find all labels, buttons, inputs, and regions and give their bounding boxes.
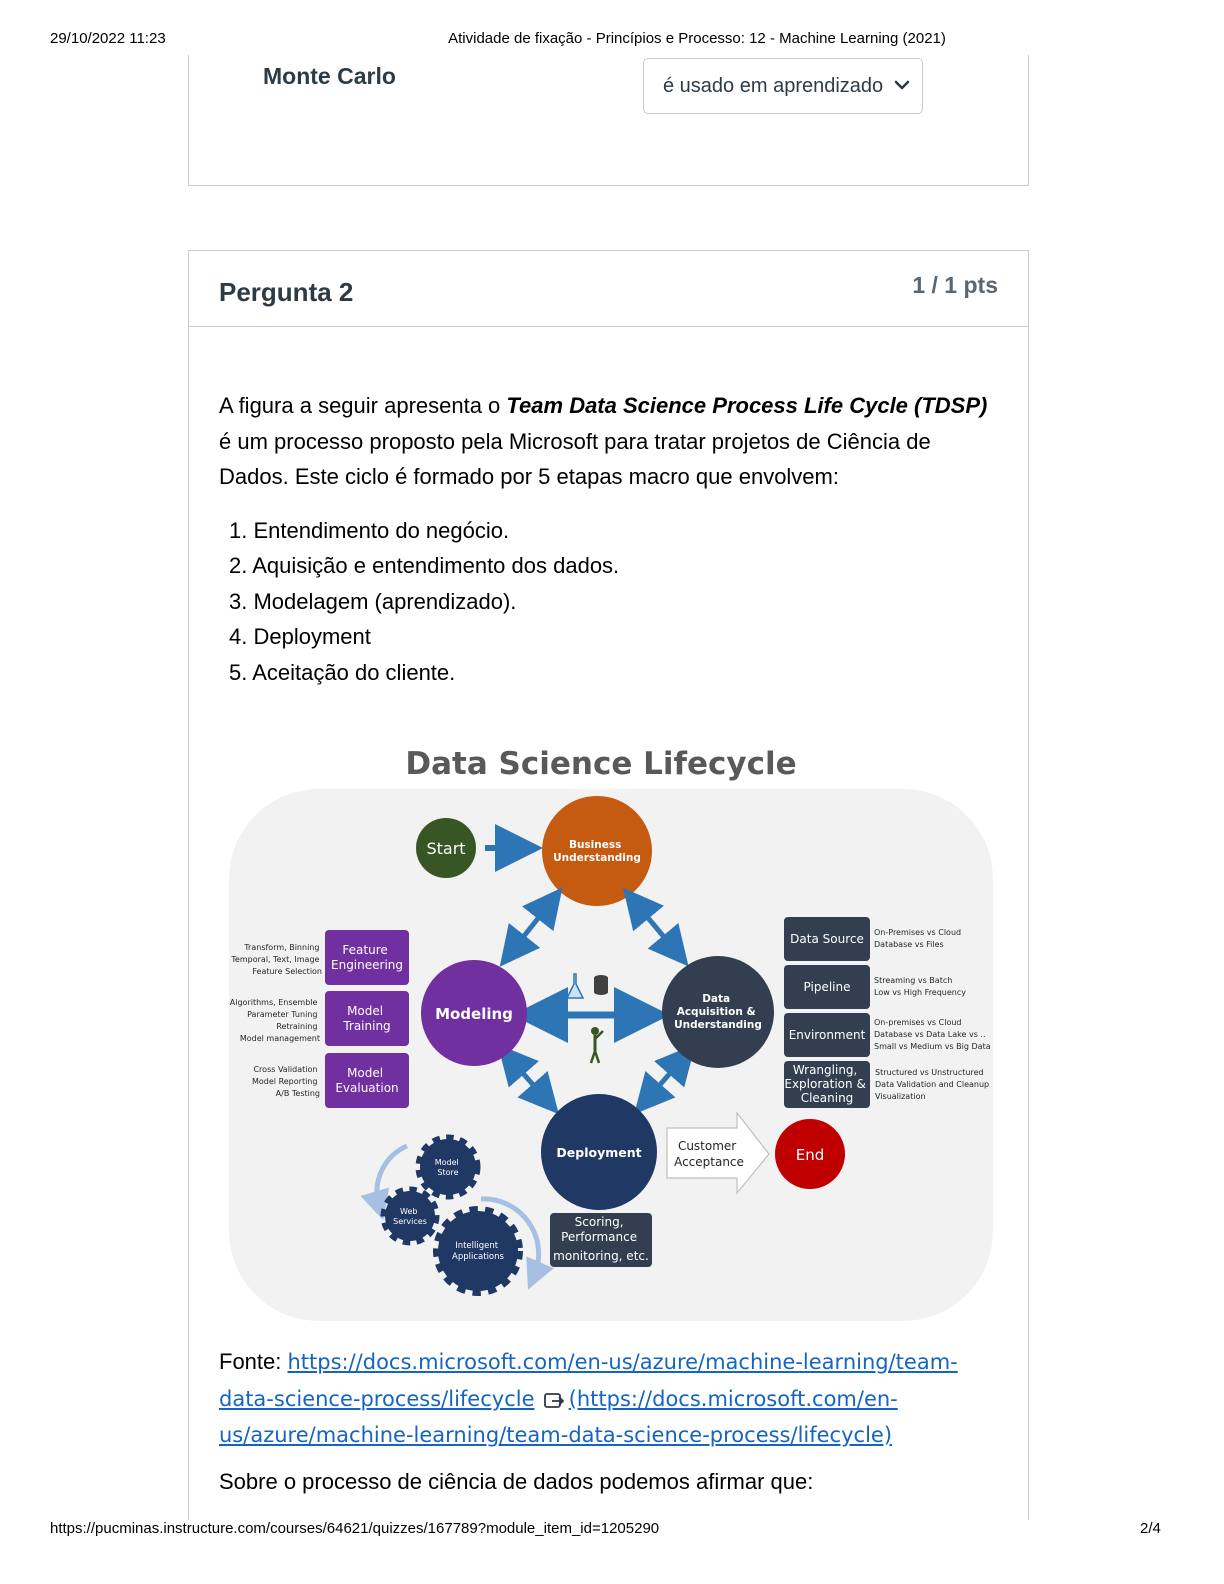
list-item: 4. Deployment [229, 624, 371, 649]
arrow-business-data [622, 887, 689, 967]
feature-engineering-box [325, 930, 409, 985]
model-training-box [325, 991, 409, 1046]
model-training-label: Model Training [342, 1004, 390, 1033]
feature-engineering-label: Feature Engineering [331, 943, 403, 972]
source-citation: Fonte: https://docs.microsoft.com/en-us/… [219, 1344, 1009, 1454]
chevron-down-icon [894, 80, 910, 90]
arrow-business-modeling [499, 887, 563, 967]
question-intro: A figura a seguir apresenta o Team Data … [219, 393, 988, 489]
intelligent-applications-gear: Intelligent Applications [433, 1206, 523, 1296]
arrow-data-deployment [634, 1044, 696, 1115]
print-page-number: 2/4 [1140, 1520, 1161, 1537]
question-header: Pergunta 2 1 / 1 pts [189, 251, 1028, 327]
model-evaluation-box [325, 1053, 409, 1108]
source-link[interactable]: https://docs.microsoft.com/en-us/azure/m… [219, 1350, 958, 1411]
person-key-icon [589, 1027, 604, 1064]
model-store-gear: Model Store [415, 1134, 481, 1200]
data-acquisition-label: Data Acquisition & Understanding [674, 993, 762, 1031]
pipeline-box [784, 965, 870, 1009]
lifecycle-diagram: Data Science Lifecycle Start Business Un… [229, 746, 993, 1321]
question-title: Pergunta 2 [219, 277, 354, 307]
data-acquisition-node [662, 956, 774, 1068]
print-header: 29/10/2022 11:23 Atividade de fixação - … [0, 30, 1224, 50]
business-understanding-node [542, 796, 652, 906]
svg-text:Intelligent Applic: Intelligent Applications [452, 1241, 504, 1262]
print-title: Atividade de fixação - Princípios e Proc… [448, 30, 946, 47]
customer-acceptance-label: Customer Acceptance [674, 1139, 744, 1169]
previous-question-card: Monte Carlo é usado em aprendizado [188, 55, 1029, 186]
list-item: 2. Aquisição e entendimento dos dados. [229, 553, 620, 578]
list-item: 3. Modelagem (aprendizado). [229, 588, 517, 614]
scoring-label: Scoring, Performance monitoring, etc. [553, 1215, 649, 1263]
steps-list: 1. Entendimento do negócio. 2. Aquisição… [219, 513, 999, 691]
customer-acceptance-arrow [666, 1111, 770, 1195]
cycle-arrow-right [480, 1196, 554, 1290]
cycle-arrow-top [360, 1143, 409, 1221]
modeling-node [421, 960, 527, 1066]
data-source-box [784, 917, 870, 961]
feature-engineering-notes: Transform, Binning Temporal, Text, Image… [230, 943, 322, 976]
end-node [775, 1119, 845, 1189]
wrangling-label: Wrangling, Exploration & Cleaning [784, 1063, 869, 1105]
model-training-notes: Algorithms, Ensemble Parameter Tuning Re… [230, 998, 320, 1043]
model-evaluation-label: Model Evaluation [335, 1066, 398, 1095]
answer-select[interactable]: é usado em aprendizado [643, 58, 923, 114]
left-boxes: Feature Engineering Transform, Binning T… [230, 930, 409, 1108]
deployment-label: Deployment [556, 1145, 641, 1160]
scoring-box [550, 1213, 652, 1267]
deployment-node [541, 1094, 657, 1210]
source-link-paren[interactable]: (https://docs.microsoft.com/en-us/azure/… [219, 1386, 898, 1448]
gears: Model Store Web Services Int [360, 1134, 554, 1296]
arrow-modeling-deployment [497, 1044, 559, 1115]
figure-title: Data Science Lifecycle [405, 746, 796, 782]
lifecycle-figure: Data Science Lifecycle Start Business Un… [229, 741, 993, 1326]
environment-notes: On-premises vs Cloud Database vs Data La… [874, 1018, 991, 1051]
environment-label: Environment [789, 1028, 866, 1042]
pipeline-label: Pipeline [804, 980, 851, 994]
answer-select-value: é usado em aprendizado [663, 75, 884, 97]
match-label: Monte Carlo [263, 63, 396, 89]
question-text: A figura a seguir apresenta o Team Data … [219, 388, 999, 690]
data-source-label: Data Source [790, 932, 864, 946]
modeling-label: Modeling [435, 1005, 513, 1023]
source-label: Fonte: [219, 1349, 288, 1374]
question-card: Pergunta 2 1 / 1 pts A figura a seguir a… [188, 250, 1029, 1520]
list-item: 5. Aceitação do cliente. [229, 659, 456, 685]
pipeline-notes: Streaming vs Batch Low vs High Frequency [874, 976, 966, 997]
print-url: https://pucminas.instructure.com/courses… [50, 1520, 660, 1537]
data-source-notes: On-Premises vs Cloud Database vs Files [874, 928, 964, 949]
web-services-gear: Web Services [380, 1186, 440, 1246]
question-prompt: Sobre o processo de ciência de dados pod… [219, 1469, 814, 1494]
environment-box [784, 1013, 870, 1057]
database-icon [594, 975, 608, 995]
start-label: Start [426, 839, 465, 858]
business-understanding-label: Business Understanding [553, 839, 641, 864]
external-link-icon [543, 1392, 564, 1408]
svg-text:Web Services: Web Services [393, 1207, 427, 1226]
list-item: 1. Entendimento do negócio. [229, 517, 510, 543]
question-points: 1 / 1 pts [912, 272, 998, 298]
end-label: End [796, 1146, 825, 1164]
print-date: 29/10/2022 11:23 [50, 30, 166, 47]
svg-text:Model Store: Model Store [435, 1158, 462, 1177]
model-evaluation-notes: Cross Validation Model Reporting A/B Tes… [252, 1065, 320, 1098]
wrangling-box [784, 1061, 870, 1108]
wrangling-notes: Structured vs Unstructured Data Validati… [875, 1068, 992, 1101]
right-boxes: Data Source On-Premises vs Cloud Databas… [784, 917, 992, 1108]
flask-icon [565, 973, 585, 999]
tdsp-emphasis: Team Data Science Process Life Cycle (TD… [506, 393, 988, 418]
start-node [416, 818, 476, 878]
